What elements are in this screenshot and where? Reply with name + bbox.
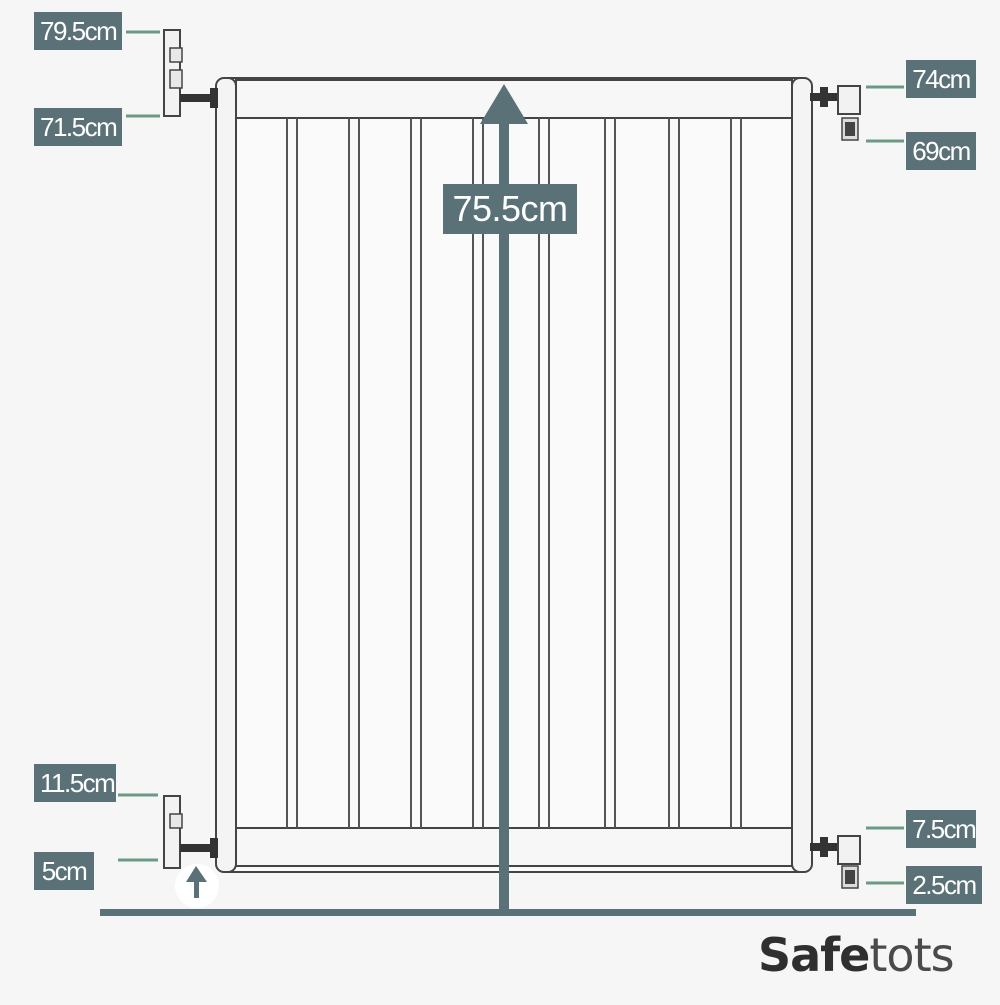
gate-right-stile xyxy=(791,77,813,873)
gate-left-stile xyxy=(215,77,237,873)
left-top-upper-label: 79.5cm xyxy=(34,12,122,50)
right-top-lower-label: 69cm xyxy=(906,132,976,170)
left-bottom-upper-label: 11.5cm xyxy=(34,764,116,802)
left-top-lower-label: 71.5cm xyxy=(34,108,122,146)
gate-bottom-rail xyxy=(235,827,793,867)
left-top-wall-bracket xyxy=(163,29,218,117)
right-bottom-wall-bracket xyxy=(810,835,861,889)
leader-lines xyxy=(118,30,904,885)
brand-logo-bold: Safe xyxy=(758,928,870,982)
brand-logo-light: tots xyxy=(869,928,954,982)
right-bottom-upper-label: 7.5cm xyxy=(906,810,977,848)
floor-gap-arrow xyxy=(175,864,219,908)
center-height-label: 75.5cm xyxy=(443,184,577,234)
left-bottom-wall-bracket xyxy=(163,795,218,869)
right-top-upper-label: 74cm xyxy=(906,60,976,98)
left-bottom-lower-label: 5cm xyxy=(34,852,94,890)
height-arrow xyxy=(480,84,528,910)
brand-logo: Safetots xyxy=(758,928,955,982)
floor-line xyxy=(100,909,916,916)
gate-bars xyxy=(286,118,742,828)
right-bottom-lower-label: 2.5cm xyxy=(906,866,982,904)
right-top-wall-bracket xyxy=(810,85,861,141)
